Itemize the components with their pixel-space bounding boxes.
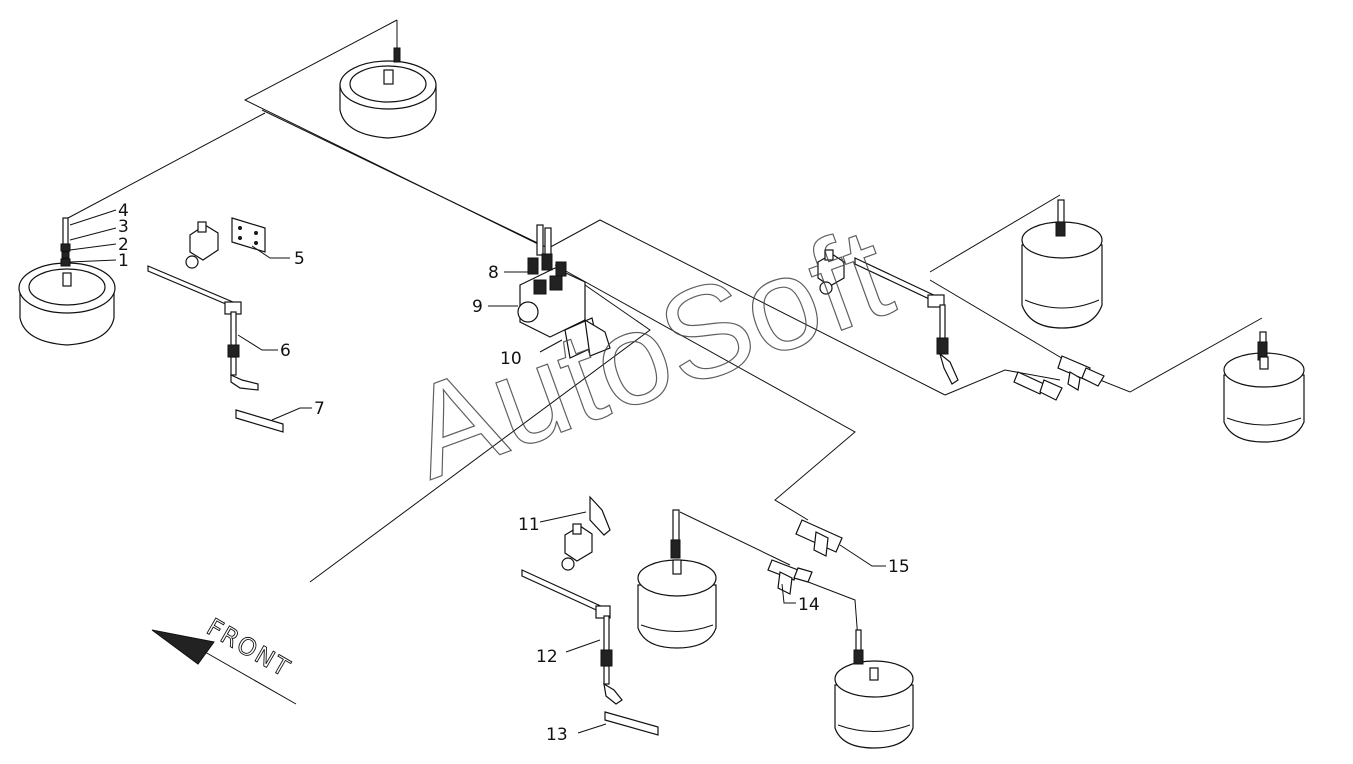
callout-13: 13 bbox=[546, 725, 568, 745]
air-spring-right-lower bbox=[1223, 331, 1305, 443]
callout-1: 1 bbox=[118, 251, 129, 271]
leveling-valve-bottom bbox=[521, 495, 659, 736]
callout-2: 2 bbox=[118, 235, 129, 255]
front-label: FRONT bbox=[202, 613, 296, 683]
air-lines bbox=[67, 19, 1263, 641]
air-spring-top bbox=[339, 20, 437, 139]
tee-fitting-14 bbox=[767, 559, 813, 595]
tee-fitting-15 bbox=[795, 519, 843, 557]
callout-10: 10 bbox=[500, 349, 522, 369]
callout-7: 7 bbox=[314, 399, 325, 419]
callout-8: 8 bbox=[488, 263, 499, 283]
central-valve-block bbox=[517, 224, 611, 359]
callout-11: 11 bbox=[518, 515, 540, 535]
callout-5: 5 bbox=[294, 249, 305, 269]
leveling-valve-left bbox=[147, 217, 284, 433]
callout-leaders bbox=[69, 209, 886, 734]
air-spring-bottom-right bbox=[834, 629, 914, 749]
callout-4: 4 bbox=[118, 201, 129, 221]
leveling-valve-right bbox=[817, 249, 959, 385]
callout-15: 15 bbox=[888, 557, 910, 577]
air-spring-right-upper bbox=[1021, 199, 1103, 329]
air-spring-bottom-center bbox=[637, 509, 717, 649]
front-direction-arrow: FRONT bbox=[151, 612, 297, 705]
callout-12: 12 bbox=[536, 647, 558, 667]
callout-6: 6 bbox=[280, 341, 291, 361]
tee-fittings-right bbox=[1013, 355, 1105, 401]
callout-3: 3 bbox=[118, 217, 129, 237]
callout-9: 9 bbox=[472, 297, 483, 317]
air-spring-left bbox=[18, 217, 116, 346]
callout-14: 14 bbox=[798, 595, 820, 615]
